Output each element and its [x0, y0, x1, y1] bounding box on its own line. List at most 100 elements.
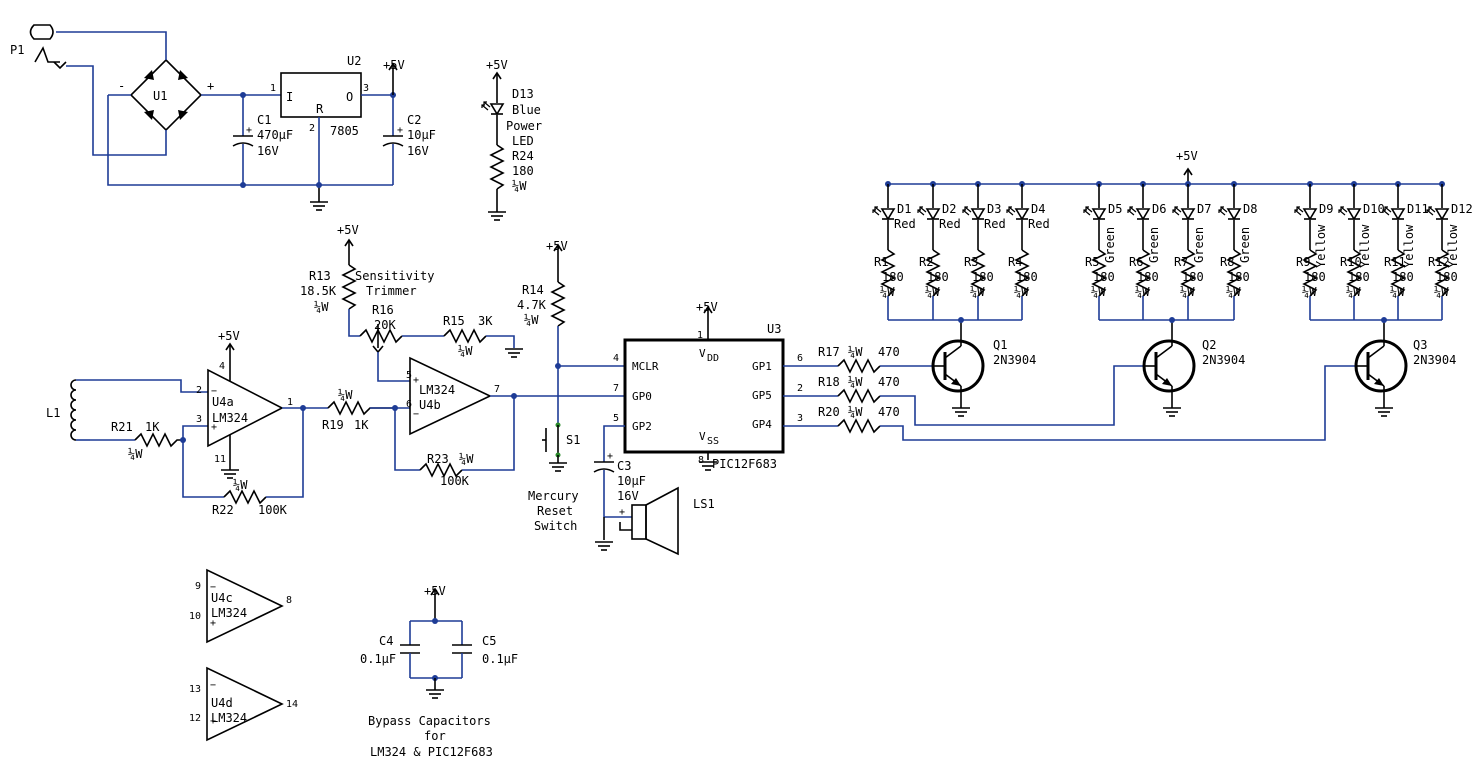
u3-pin2: 2 [797, 383, 803, 394]
svg-text:+: + [397, 125, 403, 136]
u1-minus: - [118, 79, 125, 93]
led-d10 [1338, 206, 1361, 220]
r22-watt: ¼W [233, 478, 248, 492]
d8-color: Green [1238, 227, 1252, 263]
r17-value: 470 [878, 345, 900, 359]
resistor-r19 [327, 400, 395, 416]
d9-color: Yellow [1314, 224, 1328, 268]
resistor-r10 [1346, 249, 1362, 297]
u4d-pin12: 12 [189, 713, 201, 724]
resistor-r4 [1014, 249, 1030, 297]
r24-name: R24 [512, 149, 534, 163]
led-d2 [917, 206, 940, 220]
r2-name: R2 [919, 255, 933, 269]
speaker-ls1 [631, 486, 679, 556]
d2-color: Red [939, 217, 961, 231]
led-d1 [872, 206, 895, 220]
r3-name: R3 [964, 255, 978, 269]
u4a-pin2: 2 [196, 385, 202, 396]
d2-name: D2 [942, 202, 956, 216]
resistor-r12 [1434, 249, 1450, 297]
vcc-u4a: +5V [218, 329, 240, 343]
u3-pin8: 8 [698, 455, 704, 466]
bypass-line1: Bypass Capacitors [368, 714, 491, 728]
resistor-r8 [1226, 249, 1242, 297]
d13-line2: Power [506, 119, 542, 133]
power-jack-p1 [29, 24, 67, 70]
r7-watt: ¼W [1180, 285, 1195, 299]
u4a-pin3: 3 [196, 414, 202, 425]
collector-node [1381, 317, 1387, 323]
r16-name: R16 [372, 303, 394, 317]
r23-watt: ¼W [459, 452, 474, 466]
u1-plus: + [207, 79, 214, 93]
r4-watt: ¼W [1014, 285, 1029, 299]
r20-watt: ¼W [848, 405, 863, 419]
vcc-u3: +5V [696, 300, 718, 314]
u2-pin3: 3 [363, 83, 369, 94]
r12-value: 180 [1436, 270, 1458, 284]
u4b-pin7: 7 [494, 384, 500, 395]
resistor-r15 [443, 328, 487, 344]
u4c-name: U4c [211, 591, 233, 605]
d1-name: D1 [897, 202, 911, 216]
q3-name: Q3 [1413, 338, 1427, 352]
u3-label: U3 [767, 322, 781, 336]
led-d7 [1172, 206, 1195, 220]
d7-color: Green [1192, 227, 1206, 263]
r18-watt: ¼W [848, 375, 863, 389]
transistor-q2 [1142, 320, 1196, 408]
resistor-r9 [1302, 249, 1318, 297]
resistor-r18 [837, 388, 881, 404]
r1-value: 180 [882, 270, 904, 284]
r24-watt: ¼W [512, 179, 527, 193]
r5-value: 180 [1093, 270, 1115, 284]
r23-name: R23 [427, 452, 449, 466]
bypass-line2: for [424, 729, 446, 743]
c2-name: C2 [407, 113, 421, 127]
r12-watt: ¼W [1434, 285, 1449, 299]
transistor-q1 [931, 320, 985, 408]
u3-vdd: V [699, 347, 706, 360]
d10-name: D10 [1363, 202, 1385, 216]
d1-color: Red [894, 217, 916, 231]
d11-name: D11 [1407, 202, 1429, 216]
q2-part: 2N3904 [1202, 353, 1245, 367]
opamp-u4b [409, 356, 492, 436]
resistor-r21 [134, 432, 183, 448]
d13-name: D13 [512, 87, 534, 101]
resistor-r20 [837, 418, 881, 434]
vcc-bypass: +5V [424, 584, 446, 598]
u4a-part: LM324 [212, 411, 248, 425]
d4-name: D4 [1031, 202, 1045, 216]
resistor-r24 [489, 144, 505, 190]
u4b-pin6: 6 [406, 399, 412, 410]
d6-name: D6 [1152, 202, 1166, 216]
u3-gp4: GP4 [752, 418, 772, 431]
r21-value: 1K [145, 420, 160, 434]
u2-pin1: 1 [270, 83, 276, 94]
u4a-pin11: 11 [214, 454, 226, 465]
sensitivity-line1: Sensitivity [355, 269, 434, 283]
r8-watt: ¼W [1226, 285, 1241, 299]
r5-name: R5 [1085, 255, 1099, 269]
r10-watt: ¼W [1346, 285, 1361, 299]
r24-value: 180 [512, 164, 534, 178]
r7-value: 180 [1182, 270, 1204, 284]
r7-name: R7 [1174, 255, 1188, 269]
c2-value: 10µF [407, 128, 436, 142]
r18-value: 470 [878, 375, 900, 389]
trimmer-r16 [359, 328, 403, 344]
u4b-pin5: 5 [406, 370, 412, 381]
r2-value: 180 [927, 270, 949, 284]
d12-color: Yellow [1446, 224, 1460, 268]
d9-name: D9 [1319, 202, 1333, 216]
r12-name: R12 [1428, 255, 1450, 269]
r6-value: 180 [1137, 270, 1159, 284]
c1-name: C1 [257, 113, 271, 127]
u2-i: I [286, 90, 293, 104]
d11-color: Yellow [1402, 224, 1416, 268]
collector-node [1169, 317, 1175, 323]
vcc-u2: +5V [383, 58, 405, 72]
